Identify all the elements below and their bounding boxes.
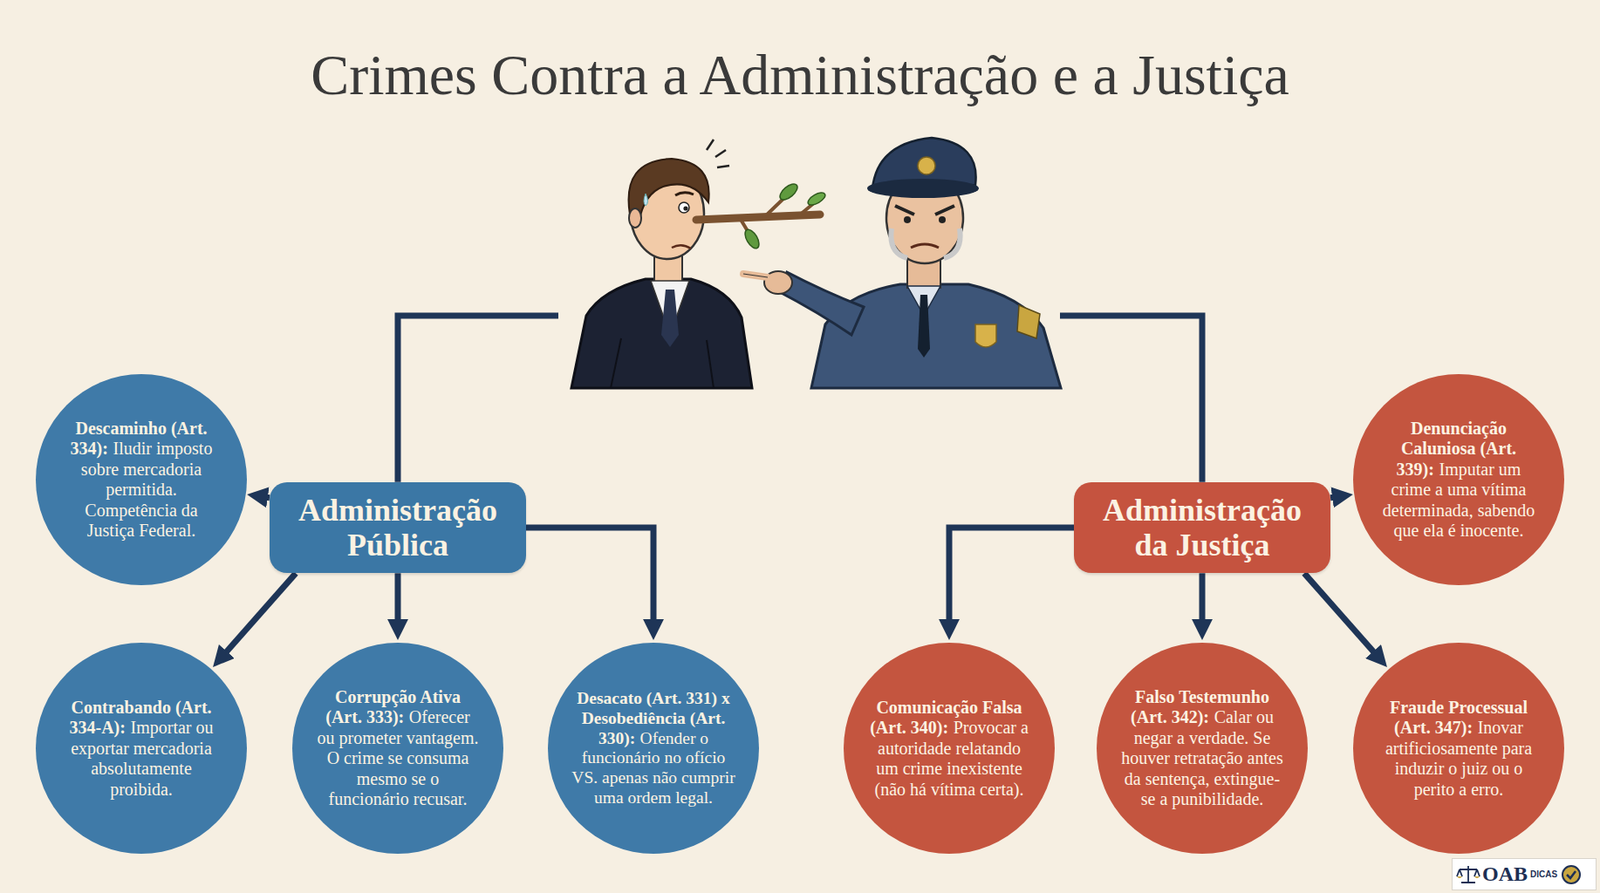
illustration-part [903,216,911,224]
crime-circle: Fraude Processual (Art. 347):Inovar arti… [1352,642,1566,855]
crime-circle: Falso Testemunho (Art. 342):Calar ou neg… [1095,642,1309,855]
logo-subtitle: DICAS [1530,869,1558,880]
logo-badge: OABDICAS [1451,858,1597,891]
trunk-line [397,315,559,483]
illustration-part [683,205,688,211]
crime-circle: Desacato (Art. 331) x Desobediência (Art… [547,642,760,855]
illustration-part [890,228,960,259]
category-box: Administração Pública [269,482,527,575]
logo-wordmark: OAB [1482,862,1528,887]
illustration-part [867,178,979,199]
illustration-part [675,192,694,196]
category-box: Administração da Justiça [1073,482,1331,575]
police-figure [743,137,1061,389]
illustration-part [742,227,762,252]
circle-text: Comunicação Falsa (Art. 340):Provocar a … [867,697,1032,800]
illustration-part [678,202,690,213]
connector-arrow [1199,573,1206,629]
illustration-part [610,338,622,389]
circle-text: Falso Testemunho (Art. 342):Calar ou neg… [1120,687,1285,810]
illustration-part [743,273,768,278]
connector-arrow [526,527,654,629]
illustration-part [917,157,936,175]
circle-fill [35,374,247,586]
circle-text: Desacato (Art. 331) x Desobediência (Art… [571,689,736,809]
category-title: Administração da Justiça [1087,492,1317,564]
illustration-part [629,208,642,228]
crime-description: Ofender o funcionário no ofício VS. apen… [571,728,735,807]
illustration-part [643,193,649,206]
circle-text: Corrupção Ativa (Art. 333):Oferecer ou p… [315,687,480,810]
connector-arrow [949,527,1074,629]
circle-fill [1096,642,1308,855]
circle-fill [1353,642,1565,855]
diagram-title: Crimes Contra a Administração e a Justiç… [0,43,1600,108]
circle-fill [843,642,1055,855]
connector-arrow [259,496,270,499]
illustration-part [706,340,714,389]
crime-circle: Comunicação Falsa (Art. 340):Provocar a … [842,642,1056,855]
illustration-part [777,181,800,204]
crime-circle: Corrupção Ativa (Art. 333):Oferecer ou p… [291,642,505,855]
connector-arrow [1304,573,1380,658]
category-title: Administração Pública [283,492,513,564]
crime-circle: Descaminho (Art. 334):Iludir imposto sob… [34,373,248,587]
illustration-part [1017,305,1040,339]
circle-text: Denunciação Caluniosa (Art. 339):Imputar… [1376,418,1541,541]
connector-arrow [395,573,402,629]
illustration-part [895,205,955,215]
illustration-part [938,216,946,224]
circle-text: Fraude Processual (Art. 347):Inovar arti… [1376,697,1541,800]
connector-arrow [1330,496,1341,499]
circle-fill [292,642,504,855]
circle-text: Contrabando (Art. 334-A):Importar ou exp… [59,697,224,800]
illustration-part [743,273,768,278]
illustration-part [571,279,753,389]
illustration-part [739,195,815,236]
circle-fill [1353,374,1565,586]
circle-fill [547,642,759,855]
illustration-part [917,294,930,358]
circle-fill [35,642,247,855]
illustration-part [671,245,691,249]
illustration-part [910,244,939,248]
trunk-line [1059,315,1203,483]
illustration-part [661,289,679,348]
illustration-part [975,324,997,348]
crime-circle: Denunciação Caluniosa (Art. 339):Imputar… [1352,373,1566,587]
crime-circle: Contrabando (Art. 334-A):Importar ou exp… [34,642,248,855]
scales-icon [1456,863,1481,887]
connector-arrow [220,573,296,658]
circle-text: Descaminho (Art. 334):Iludir imposto sob… [59,418,224,541]
illustration-part [806,190,828,208]
check-badge [1560,864,1582,886]
man-figure [571,139,828,389]
illustration-part [706,139,730,168]
